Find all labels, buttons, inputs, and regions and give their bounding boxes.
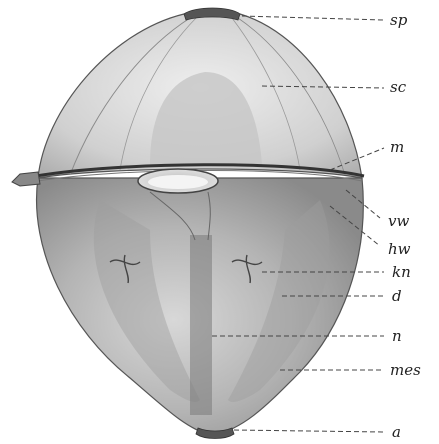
label-kn: kn — [392, 263, 411, 281]
lateral-process — [12, 172, 40, 186]
label-d: d — [392, 287, 402, 305]
label-mes: mes — [390, 361, 421, 379]
label-sc: sc — [390, 78, 407, 96]
label-a: a — [392, 423, 401, 441]
label-m: m — [390, 138, 404, 156]
label-sp: sp — [390, 11, 408, 29]
nerve-cord — [190, 235, 212, 415]
label-hw: hw — [388, 240, 411, 258]
mouth-inner — [148, 175, 208, 189]
label-n: n — [392, 327, 402, 345]
label-vw: vw — [388, 212, 409, 230]
leader-a — [234, 430, 384, 432]
leader-sp — [242, 16, 384, 20]
